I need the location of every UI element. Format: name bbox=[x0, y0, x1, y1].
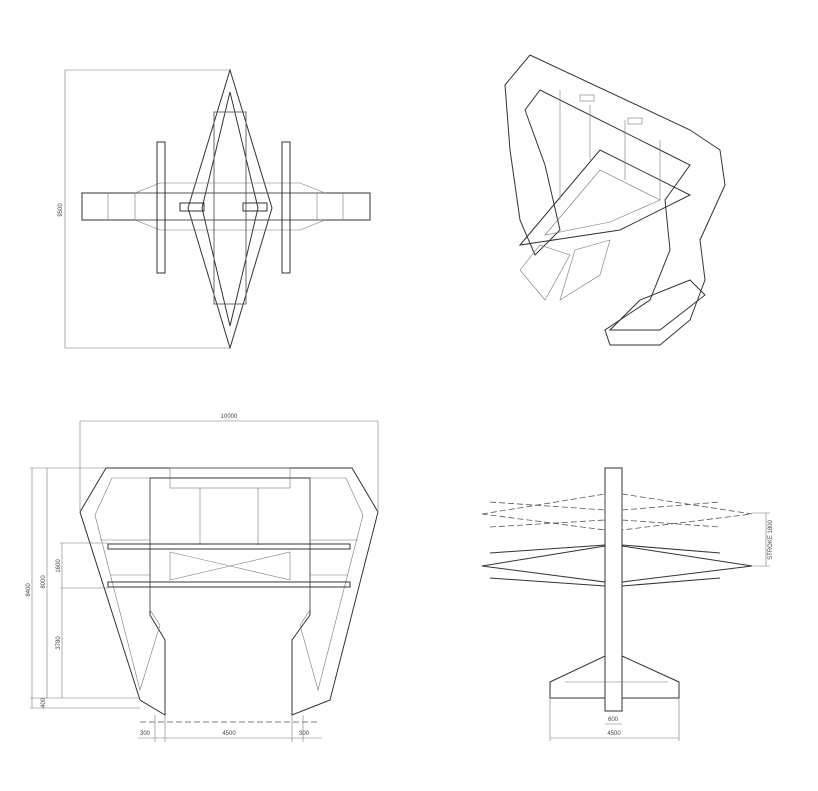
base-width-label: 4500 bbox=[607, 731, 621, 737]
plan-height-label: 9500 bbox=[58, 203, 64, 217]
side-base-right bbox=[621, 655, 680, 699]
left-offset-label: 300 bbox=[140, 731, 151, 737]
plan-bar-left bbox=[156, 141, 166, 274]
front-elevation: 10000 8400 8000 1600 3780 400 300 4500 3… bbox=[26, 414, 379, 742]
side-base-left bbox=[549, 655, 606, 699]
side-arm-right bbox=[621, 545, 753, 583]
clearance-label: 3780 bbox=[56, 636, 62, 650]
front-beam-upper bbox=[107, 543, 351, 550]
height-label: 8000 bbox=[41, 575, 47, 589]
plan-view: 9500 bbox=[58, 68, 371, 350]
plan-frame bbox=[213, 111, 247, 305]
base-label: 400 bbox=[41, 697, 47, 708]
width-label: 10000 bbox=[221, 414, 238, 420]
span-label: 4500 bbox=[222, 731, 236, 737]
stroke-label: 1600 bbox=[56, 559, 62, 573]
total-height-label: 8400 bbox=[26, 583, 32, 597]
iso-arm-plate bbox=[518, 149, 692, 246]
side-arm-left bbox=[481, 545, 606, 583]
plan-bar-right bbox=[281, 141, 291, 274]
column-width-label: 600 bbox=[608, 717, 619, 723]
side-elevation: STROKE 1800 600 4500 bbox=[481, 467, 774, 741]
side-stroke-label: STROKE 1800 bbox=[768, 519, 774, 559]
plan-diamond-inner bbox=[201, 91, 259, 327]
front-beam-lower bbox=[107, 581, 351, 588]
plan-beam bbox=[81, 192, 371, 221]
front-frame-outer bbox=[79, 467, 379, 716]
isometric-view bbox=[504, 54, 726, 346]
side-column bbox=[604, 467, 623, 712]
iso-frame bbox=[504, 54, 726, 346]
right-offset-label: 300 bbox=[299, 731, 310, 737]
